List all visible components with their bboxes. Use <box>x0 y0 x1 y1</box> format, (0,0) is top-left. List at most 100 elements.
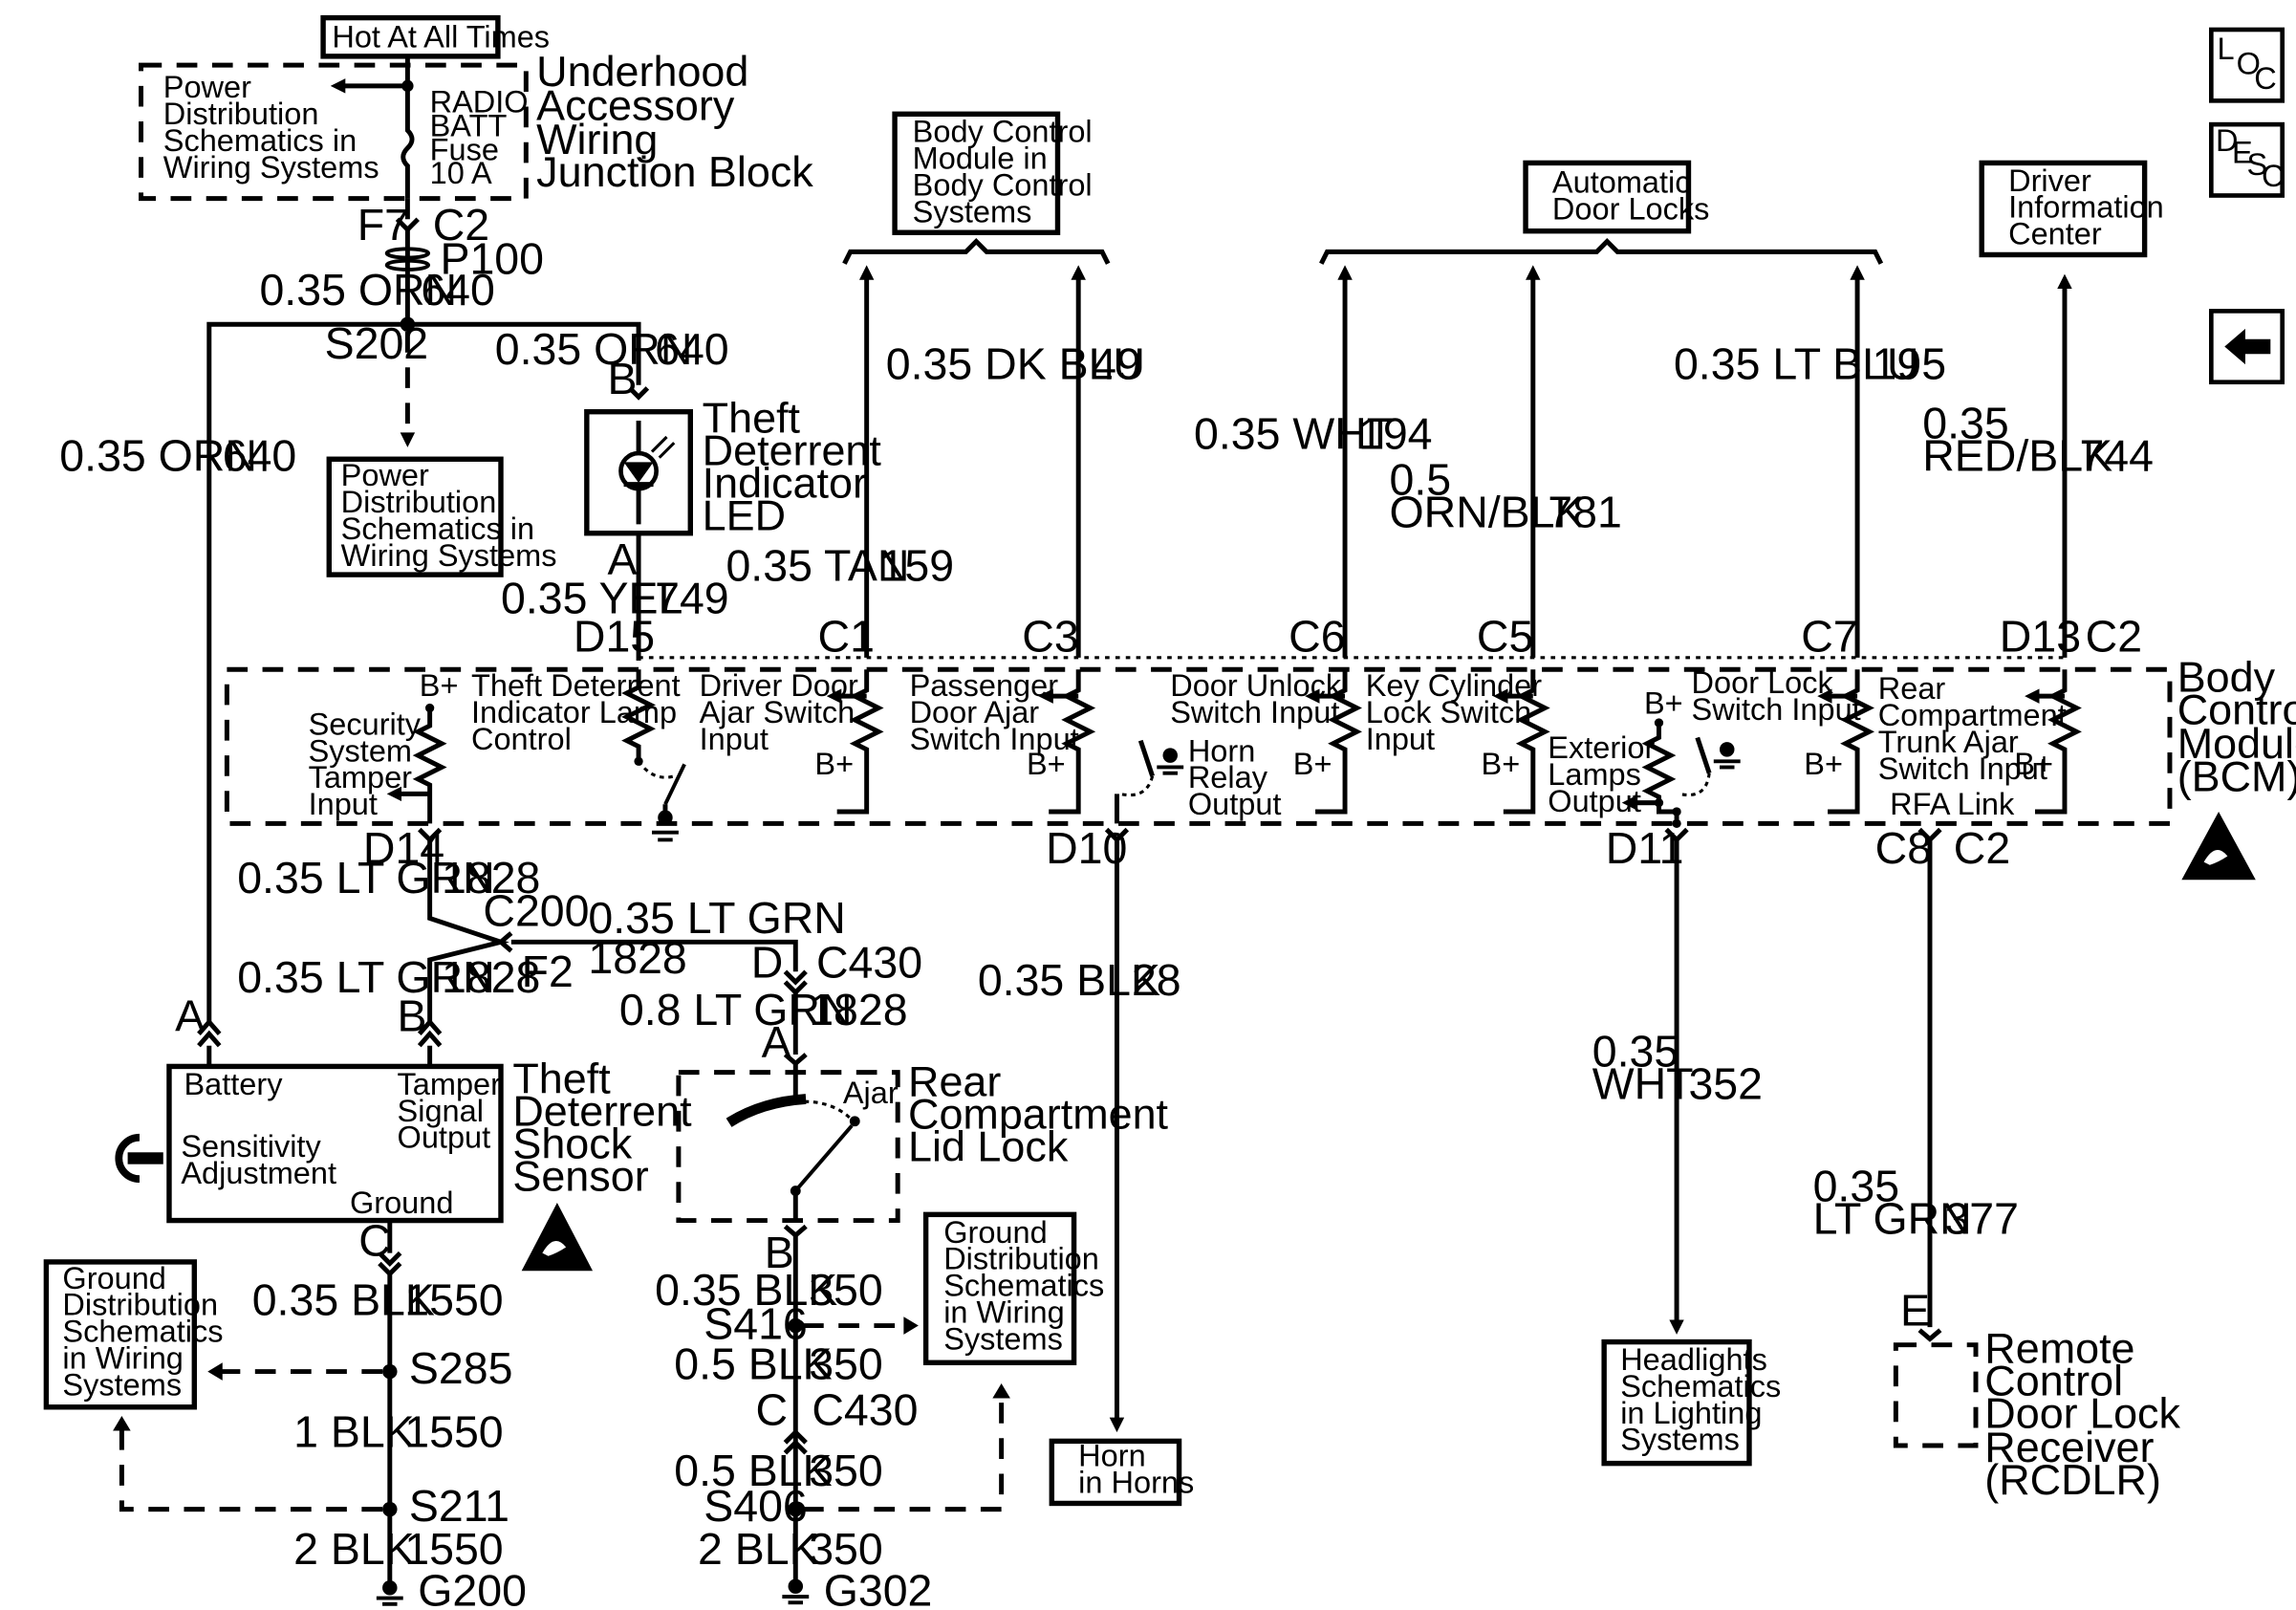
svg-text:Lock Switch: Lock Switch <box>1366 695 1531 729</box>
svg-text:S: S <box>2247 147 2268 182</box>
svg-text:Control: Control <box>1984 1356 2123 1404</box>
svg-text:Center: Center <box>2008 217 2102 251</box>
svg-text:Automatic: Automatic <box>1552 164 1691 199</box>
wire-ltgrn-1828-a: 0.35 LT GRN <box>237 853 494 903</box>
c200-label: C200 <box>483 885 589 935</box>
underhood-block-title: Underhood Accessory Wiring Junction Bloc… <box>536 47 813 196</box>
svg-text:Driver: Driver <box>2008 163 2091 198</box>
svg-text:Sensitivity: Sensitivity <box>181 1129 321 1164</box>
c2-bottom-label: C2 <box>1954 823 2010 873</box>
svg-text:Control: Control <box>471 722 572 756</box>
c430-pin-c: C <box>755 1384 788 1434</box>
svg-text:Headlights: Headlights <box>1620 1342 1767 1377</box>
svg-text:Schematics in: Schematics in <box>163 123 357 158</box>
pda-label: Passenger Door Ajar Switch Input <box>910 668 1079 756</box>
f7-label: F7 <box>357 200 409 250</box>
svg-text:Power: Power <box>163 70 251 104</box>
dda-label: Driver Door Ajar Switch Input <box>700 668 858 756</box>
svg-text:Output: Output <box>398 1120 491 1155</box>
svg-text:Compartment: Compartment <box>1878 698 2067 732</box>
svg-text:Horn: Horn <box>1188 733 1255 768</box>
d13-label: D13 <box>2000 612 2081 662</box>
svg-text:Rear: Rear <box>908 1056 1001 1105</box>
pda-resistor <box>1049 669 1096 815</box>
c3-label: C3 <box>1022 612 1078 662</box>
svg-text:Wiring Systems: Wiring Systems <box>163 150 379 185</box>
svg-text:10 A: 10 A <box>430 156 492 190</box>
back-arrow-icon[interactable] <box>2209 309 2285 385</box>
svg-text:Junction Block: Junction Block <box>536 147 813 196</box>
rear-compartment-lid-lock: Ajar <box>676 1070 900 1224</box>
ext-bplus: B+ <box>1644 686 1683 721</box>
svg-text:Compartment: Compartment <box>908 1090 1169 1139</box>
svg-text:Theft: Theft <box>512 1054 611 1102</box>
svg-text:Power: Power <box>341 458 429 492</box>
wire-wht-352-gauge: 0.35 <box>1592 1026 1679 1076</box>
lidlock-pin-a: A <box>762 1017 791 1067</box>
door-locks-bracket <box>1319 238 1884 265</box>
underhood-block-outline <box>139 62 529 202</box>
svg-text:Driver Door: Driver Door <box>700 668 858 703</box>
wire-orn-640-led-num: 640 <box>655 324 729 374</box>
rcdlr-outline <box>1893 1342 1979 1448</box>
svg-text:Ground: Ground <box>943 1215 1047 1250</box>
wire-blk-1550-c: 2 BLK <box>293 1524 415 1574</box>
loc-icon[interactable]: L O C <box>2209 27 2285 103</box>
svg-text:Security: Security <box>309 707 422 741</box>
wire-tan-159-num: 159 <box>880 540 955 590</box>
svg-text:Exterior: Exterior <box>1548 730 1655 765</box>
s211-label: S211 <box>409 1481 509 1531</box>
svg-text:Distribution: Distribution <box>62 1288 218 1322</box>
svg-text:Indicator Lamp: Indicator Lamp <box>471 695 677 729</box>
desc-icon[interactable]: D E S C <box>2209 121 2285 198</box>
svg-text:Schematics: Schematics <box>62 1315 223 1349</box>
svg-text:Distribution: Distribution <box>163 97 319 131</box>
wire-ltgrn-08-1828-num: 1828 <box>809 985 907 1034</box>
svg-text:Trunk Ajar: Trunk Ajar <box>1878 725 2019 759</box>
p100-label: P100 <box>440 234 544 284</box>
d13-bplus: B+ <box>2014 747 2053 781</box>
svg-text:Receiver: Receiver <box>1984 1423 2154 1471</box>
wire-orn-640-left-num: 640 <box>223 431 297 481</box>
svg-text:(BCM): (BCM) <box>2177 751 2296 800</box>
c430-top-label: C430 <box>816 937 922 987</box>
c1-label: C1 <box>818 612 875 662</box>
wire-blk-1550-b: 1 BLK <box>293 1407 415 1457</box>
svg-text:Lid Lock: Lid Lock <box>908 1122 1069 1171</box>
bcm-title: Body Control Module (BCM) <box>2177 652 2296 800</box>
svg-text:Systems: Systems <box>1620 1423 1740 1457</box>
wire-ltgrn-1828-c: 0.35 LT GRN <box>237 952 494 1002</box>
wire-blk-350-c: 0.5 BLK <box>674 1446 832 1495</box>
g302-ground-icon <box>782 1578 810 1605</box>
c5-label: C5 <box>1477 612 1533 662</box>
ground-distribution-left-box: Ground Distribution Schematics in Wiring… <box>43 1259 223 1410</box>
esd-symbol-sensor <box>521 1202 594 1272</box>
shock-sensor-box: Battery Tamper Signal Output Sensitivity… <box>166 1063 504 1224</box>
wire-redblk-744-gauge: 0.35 <box>1922 399 2008 448</box>
shock-sensor-title: Theft Deterrent Shock Sensor <box>512 1054 692 1200</box>
svg-text:Door Unlock: Door Unlock <box>1170 668 1342 703</box>
wire-ltgrn-08-1828: 0.8 LT GRN <box>619 985 853 1034</box>
svg-text:Fuse: Fuse <box>430 132 499 166</box>
wire-ornblk-781: ORN/BLK <box>1390 488 1585 537</box>
kcl-resistor <box>1503 669 1550 815</box>
led-pin-a: A <box>608 534 638 584</box>
svg-text:Body Control: Body Control <box>913 115 1093 149</box>
svg-text:Theft: Theft <box>703 393 801 442</box>
svg-text:Schematics: Schematics <box>943 1269 1104 1303</box>
svg-text:Deterrent: Deterrent <box>512 1086 692 1135</box>
svg-text:Door Ajar: Door Ajar <box>910 695 1040 729</box>
ground-distribution-mid-box: Ground Distribution Schematics in Wiring… <box>922 1211 1104 1365</box>
svg-text:Wiring Systems: Wiring Systems <box>341 538 557 573</box>
s211-splice <box>382 1501 398 1517</box>
wire-redblk-744: RED/BLK <box>1922 431 2112 481</box>
bcm-outline <box>224 666 2173 826</box>
sensitivity-adjust-icon[interactable] <box>115 1133 163 1184</box>
svg-text:Module: Module <box>2177 719 2296 768</box>
body-control-systems-box: Body Control Module in Body Control Syst… <box>892 111 1093 235</box>
svg-text:Relay: Relay <box>1188 760 1268 794</box>
horn-relay-label: Horn Relay Output <box>1188 733 1282 821</box>
wire-blk-350-c-num: 350 <box>809 1446 883 1495</box>
rct-label: Rear Compartment Trunk Ajar Switch Input <box>1878 671 2067 786</box>
svg-text:Wiring: Wiring <box>536 115 658 163</box>
